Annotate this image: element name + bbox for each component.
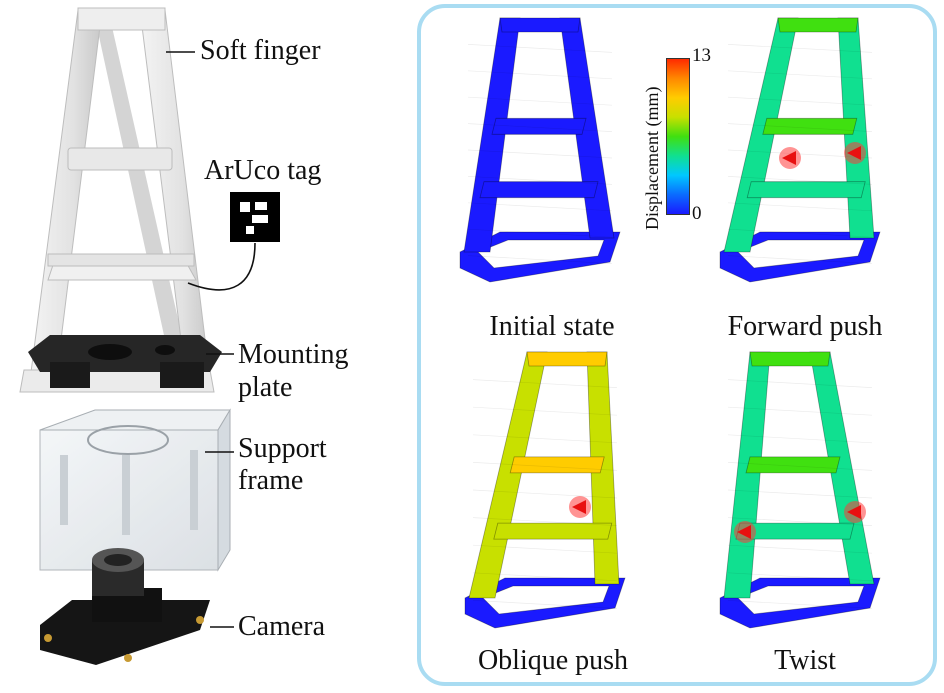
caption-initial-state: Initial state bbox=[489, 311, 615, 342]
caption-twist: Twist bbox=[774, 645, 836, 676]
finger-top-bar bbox=[77, 7, 166, 31]
finger-back-leg-right bbox=[95, 18, 190, 372]
aruco-tag-marker bbox=[230, 192, 280, 242]
colorbar bbox=[666, 58, 690, 215]
label-soft-finger: Soft finger bbox=[200, 35, 321, 66]
label-support-frame-line1: Support bbox=[238, 433, 327, 464]
colorbar-min-label: 0 bbox=[692, 203, 702, 224]
label-camera: Camera bbox=[238, 611, 326, 642]
force-arrow-icon bbox=[569, 496, 591, 518]
leader-lines bbox=[166, 51, 256, 628]
force-arrow-icon bbox=[779, 142, 866, 169]
caption-forward-push: Forward push bbox=[727, 311, 883, 342]
camera-module bbox=[40, 548, 210, 665]
support-frame bbox=[39, 408, 231, 572]
colorbar-max-label: 13 bbox=[692, 45, 711, 66]
label-mounting-plate-line1: Mounting bbox=[238, 339, 349, 370]
label-aruco-tag: ArUco tag bbox=[204, 155, 322, 186]
fem-tower-4 bbox=[719, 351, 881, 629]
finger-cross-bar-upper bbox=[67, 147, 173, 171]
fem-tower-1 bbox=[459, 17, 621, 283]
label-mounting-plate-line2: plate bbox=[238, 372, 293, 403]
mounting-plate bbox=[28, 335, 222, 388]
caption-oblique-push: Oblique push bbox=[477, 645, 629, 676]
fem-tower-2 bbox=[719, 17, 881, 283]
colorbar-title: Displacement (mm) bbox=[642, 86, 662, 230]
force-arrow-icon bbox=[734, 501, 866, 543]
leader-aruco-tag bbox=[187, 242, 256, 291]
label-support-frame-line2: frame bbox=[238, 465, 304, 496]
fem-tower-3 bbox=[464, 351, 626, 629]
